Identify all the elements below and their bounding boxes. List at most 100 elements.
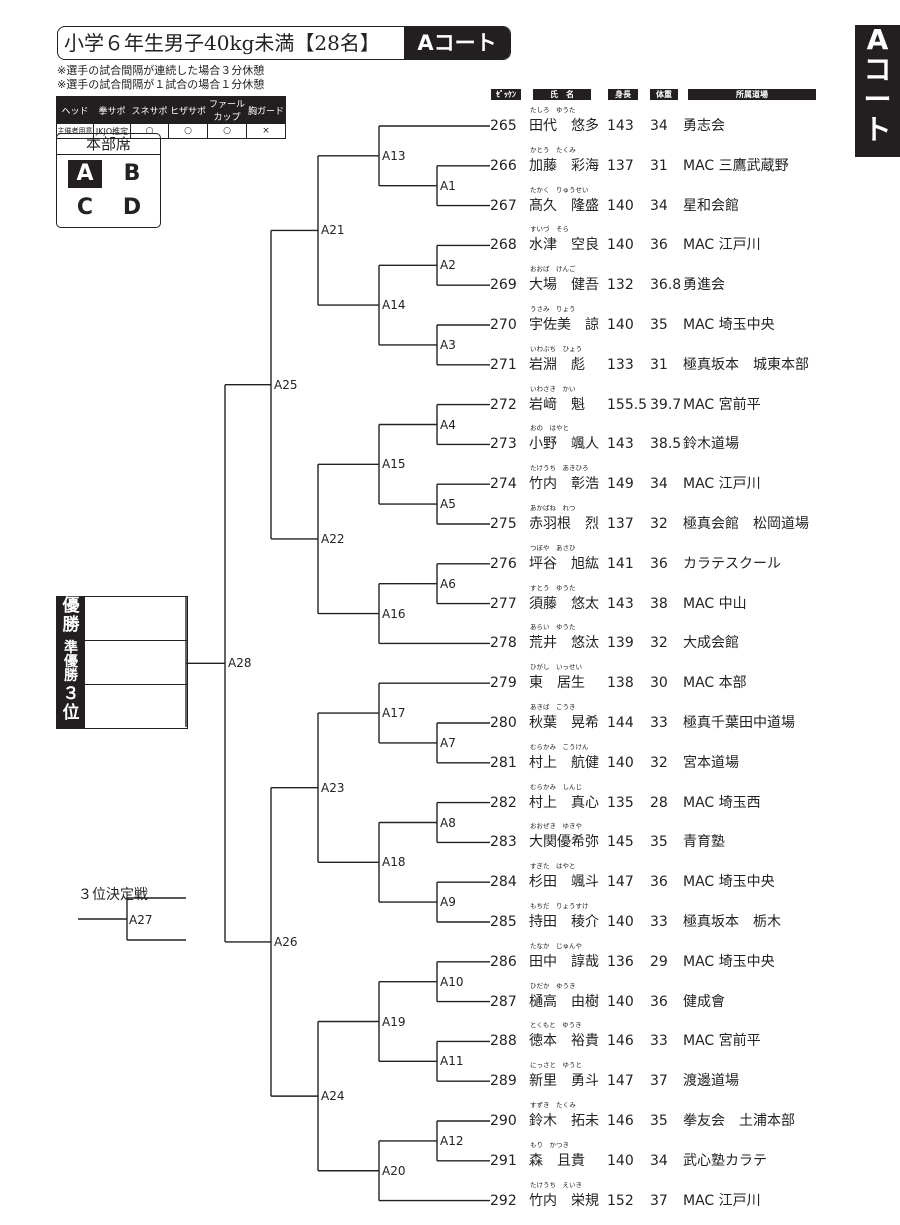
stacked-char: コ — [863, 53, 892, 86]
match-label: A26 — [274, 934, 298, 949]
bracket-title-box: 小学６年生男子40kg未満【28名】 Aコート — [57, 26, 511, 60]
result-label-first: 優勝 — [57, 597, 85, 640]
result-box-first: 優勝 — [56, 596, 188, 641]
player-height: 132 — [607, 277, 634, 294]
column-header-name: 氏 名 — [533, 89, 591, 100]
player-name: 田代 悠多 — [529, 118, 599, 134]
column-header-weight: 体重 — [650, 89, 678, 100]
player-name: 竹内 栄規 — [529, 1192, 599, 1209]
player-weight: 36 — [650, 874, 668, 891]
player-bib: 267 — [490, 197, 517, 214]
player-height: 143 — [607, 436, 634, 453]
player-furigana: おの はやと — [530, 424, 569, 433]
player-height: 152 — [607, 1192, 634, 1209]
player-bib: 292 — [490, 1192, 517, 1209]
match-label: A16 — [382, 606, 406, 621]
player-club: 武心塾カラテ — [683, 1152, 767, 1169]
gear-value: × — [246, 123, 286, 139]
player-weight: 32 — [650, 635, 668, 652]
player-name: 荒井 悠汰 — [529, 635, 599, 652]
match-label: A8 — [440, 815, 456, 830]
player-bib: 289 — [490, 1073, 517, 1090]
player-furigana: たかく りゅうせい — [530, 185, 589, 194]
match-label: A18 — [382, 855, 406, 870]
player-club: 極真会館 松岡道場 — [683, 516, 809, 532]
player-bib: 277 — [490, 595, 517, 612]
player-club: MAC 埼玉中央 — [683, 874, 775, 891]
player-weight: 35 — [650, 834, 668, 851]
rest-note-2: ※選手の試合間隔が１試合の場合１分休憩 — [57, 78, 265, 91]
player-weight: 34 — [650, 476, 668, 493]
player-name: 村上 真心 — [529, 794, 599, 811]
player-furigana: にっさと ゆうと — [530, 1061, 582, 1070]
player-weight: 35 — [650, 1113, 668, 1129]
player-weight: 34 — [650, 1152, 668, 1169]
protective-gear-table: ヘッド 拳サポ スネサポ ヒザサポ ファールカップ 胸ガード 主催者用意 JKJ… — [56, 96, 286, 139]
hq-cell-a: A — [68, 160, 102, 188]
player-height: 141 — [607, 555, 634, 572]
match-label: A9 — [440, 895, 456, 910]
player-club: 渡邊道場 — [683, 1073, 739, 1090]
player-furigana: あきば こうき — [530, 703, 576, 711]
stacked-char: ト — [863, 113, 892, 146]
stacked-char: 優 — [64, 654, 78, 670]
player-height: 147 — [607, 1073, 634, 1090]
player-club: MAC 江戸川 — [683, 476, 761, 493]
player-club: MAC 江戸川 — [683, 237, 761, 254]
player-bib: 266 — [490, 157, 517, 174]
player-weight: 37 — [650, 1073, 668, 1090]
player-furigana: たしろ ゆうた — [530, 106, 576, 114]
player-club: 極真坂本 栃木 — [683, 914, 781, 930]
gear-header: ファールカップ — [207, 96, 247, 124]
player-club: MAC 三鷹武蔵野 — [683, 157, 789, 174]
player-height: 140 — [607, 317, 634, 333]
player-bib: 284 — [490, 874, 517, 891]
player-furigana: むらかみ こうけん — [530, 742, 589, 751]
player-club: 宮本道場 — [683, 754, 739, 771]
player-furigana: かとう たくみ — [530, 145, 576, 154]
player-weight: 30 — [650, 675, 668, 692]
player-club: 星和会館 — [683, 197, 739, 214]
match-label: A15 — [382, 457, 406, 472]
player-name: 小野 颯人 — [529, 436, 599, 453]
gear-header: ヒザサポ — [168, 96, 208, 124]
player-furigana: すとう ゆうた — [530, 583, 576, 592]
third-place-title: ３位決定戦 — [78, 887, 148, 903]
hq-title: 本部席 — [57, 134, 160, 155]
player-weight: 28 — [650, 794, 668, 811]
player-club: 勇進会 — [683, 277, 725, 294]
match-label: A19 — [382, 1014, 406, 1029]
player-weight: 33 — [650, 1033, 668, 1050]
player-height: 140 — [607, 1152, 634, 1169]
player-weight: 29 — [650, 953, 668, 970]
player-name: 水津 空良 — [529, 237, 599, 254]
player-furigana: あかばね れつ — [530, 504, 576, 512]
player-club: MAC 江戸川 — [683, 1192, 761, 1209]
player-weight: 34 — [650, 118, 668, 134]
player-height: 145 — [607, 834, 634, 851]
hq-cell-b: B — [123, 161, 141, 186]
player-club: MAC 本部 — [683, 675, 747, 692]
player-furigana: たけうち あきひろ — [530, 464, 589, 473]
player-furigana: たなか じゅんや — [530, 941, 582, 950]
player-weight: 33 — [650, 715, 668, 731]
column-header-bib: ｾﾞｯｹﾝ — [491, 89, 521, 100]
player-club: MAC 埼玉中央 — [683, 317, 775, 333]
player-bib: 281 — [490, 754, 517, 771]
stacked-char: A — [866, 23, 889, 56]
stacked-char: ３ — [62, 684, 80, 704]
court-label: Aコート — [404, 27, 510, 59]
player-height: 140 — [607, 993, 634, 1010]
column-header-height: 身長 — [608, 89, 638, 100]
stacked-char: 準 — [64, 640, 78, 656]
player-name: 村上 航健 — [529, 754, 599, 771]
gear-header: スネサポ — [130, 96, 169, 124]
player-name: 森 且貴 — [529, 1152, 585, 1169]
player-club: MAC 埼玉中央 — [683, 953, 775, 970]
match-label: A3 — [440, 337, 456, 352]
player-name: 樋高 由樹 — [529, 993, 599, 1010]
player-furigana: うさみ りょう — [530, 305, 576, 313]
stacked-char: ー — [863, 83, 892, 116]
player-bib: 274 — [490, 476, 517, 493]
